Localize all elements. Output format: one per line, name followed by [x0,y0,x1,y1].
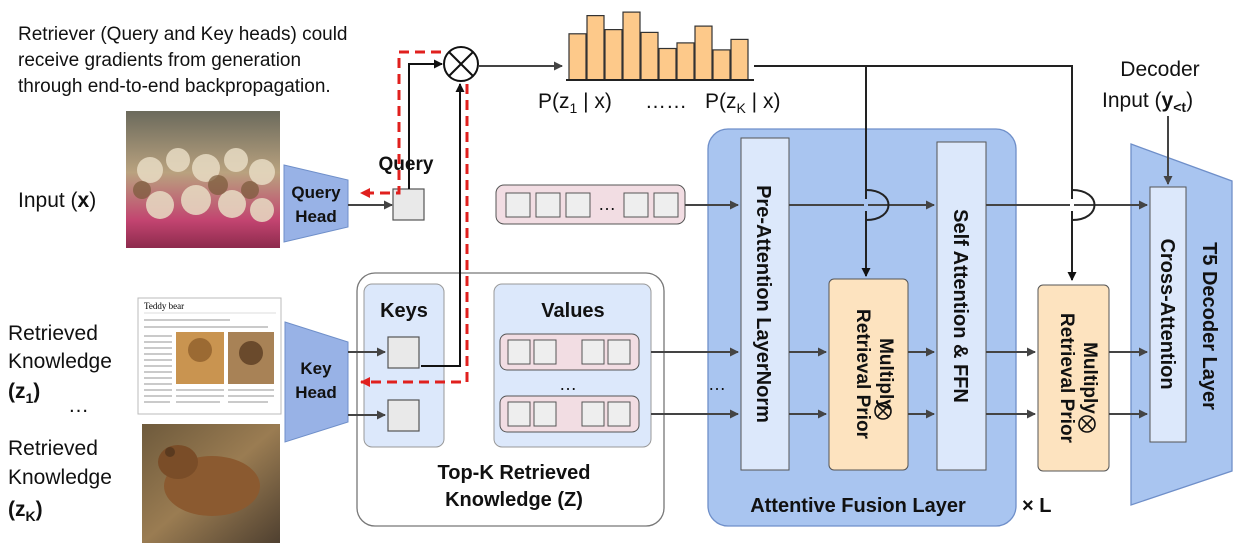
prob-z1-label: P(z1 | x) [538,90,612,116]
wiki-title: Teddy bear [144,301,184,311]
query-head [283,164,349,243]
decoder-hidden-states [495,184,686,225]
fusion-label: Attentive Fusion Layer [750,495,966,517]
retrieval-prior-box-2 [1037,284,1110,472]
key-vector-1 [387,336,420,369]
histogram-bar [604,29,623,81]
gradient-note-line1: Retriever (Query and Key heads) could [18,24,348,45]
key-head-label-line1: Key [300,359,332,378]
key-vector-k [387,399,420,432]
bear-photo-image [142,424,280,543]
pre-attention-layernorm-box [740,137,790,471]
query-head-label-line1: Query [291,183,341,202]
retrieval-prior-box-1 [828,278,909,471]
histogram-bar [658,47,677,81]
histogram-bar [730,38,749,81]
histogram-bar [568,33,587,81]
retrieval-prior-1-line2: Retrieval Prior [852,309,873,439]
retrieved-ellipsis: … [68,394,89,417]
decoder-input-line2: Input (y<t) [1102,89,1193,115]
key-head-label-line2: Head [295,383,337,402]
topk-label-line2: Knowledge (Z) [445,489,583,511]
input-image [126,111,280,248]
query-label: Query [379,154,434,175]
hop-arc-1 [865,189,890,221]
times-l-label: × L [1022,495,1051,517]
values-ellipsis: … [559,374,577,394]
cross-attention-label: Cross-Attention [1156,238,1178,389]
retrieved-zk-line2: Knowledge [8,466,112,489]
keys-label: Keys [380,300,428,322]
gradient-note-line3: through end-to-end backpropagation. [18,76,331,97]
topk-label-line1: Top-K Retrieved [438,462,591,484]
prob-dots: …… [645,90,687,113]
decoder-input-line1: Decoder [1120,58,1199,81]
gradient-path-key [360,84,469,387]
query-to-multiply-arrow [408,59,443,189]
score-multiply-icon [443,46,479,82]
retrieval-prior-1-line1: Multiply [875,338,896,410]
multiply-icon-2 [1078,415,1096,433]
retrieved-z1-line2: Knowledge [8,350,112,373]
retrieved-z1-line1: Retrieved [8,322,98,345]
histogram-bar [694,25,713,81]
query-head-label-line2: Head [295,207,337,226]
histogram-bar [586,14,605,81]
pre-attention-layernorm-label: Pre-Attention LayerNorm [752,185,774,423]
retrieved-zk-line1: Retrieved [8,437,98,460]
gradient-path-query [360,50,441,198]
gradient-note-line2: receive gradients from generation [18,50,301,71]
histogram-bar [622,11,641,81]
hop-gap-1 [864,199,868,211]
key-to-multiply-arrow [421,83,465,367]
multiply-icon-1 [874,402,892,420]
hop-gap-2 [1070,199,1074,211]
hidden-states-ellipsis: … [598,194,616,214]
t5-decoder-label: T5 Decoder Layer [1198,242,1220,410]
value-row-k [499,395,640,433]
histogram-bar [640,31,659,81]
key-head [284,321,349,443]
values-arrow-ellipsis: … [708,374,726,394]
hop-arc-2 [1071,189,1096,221]
retrieved-zk-var: (zK) [8,498,43,524]
retrieval-histogram [568,11,749,81]
prob-zk-label: P(zK | x) [705,90,780,116]
self-attention-ffn-label: Self Attention & FFN [949,209,971,403]
self-attention-ffn-box [936,141,987,471]
retrieval-prior-2-line2: Retrieval Prior [1056,313,1077,443]
wiki-page-image: Teddy bear [137,297,282,415]
histogram-bar [676,42,695,81]
input-label: Input (x) [18,189,96,212]
cross-attention-box [1149,186,1187,443]
values-label: Values [541,300,604,322]
histogram-bar [712,49,731,81]
retrieval-prior-2-line1: Multiply [1079,342,1100,414]
value-row-1 [499,333,640,371]
retrieved-z1-var: (z1) [8,380,40,406]
